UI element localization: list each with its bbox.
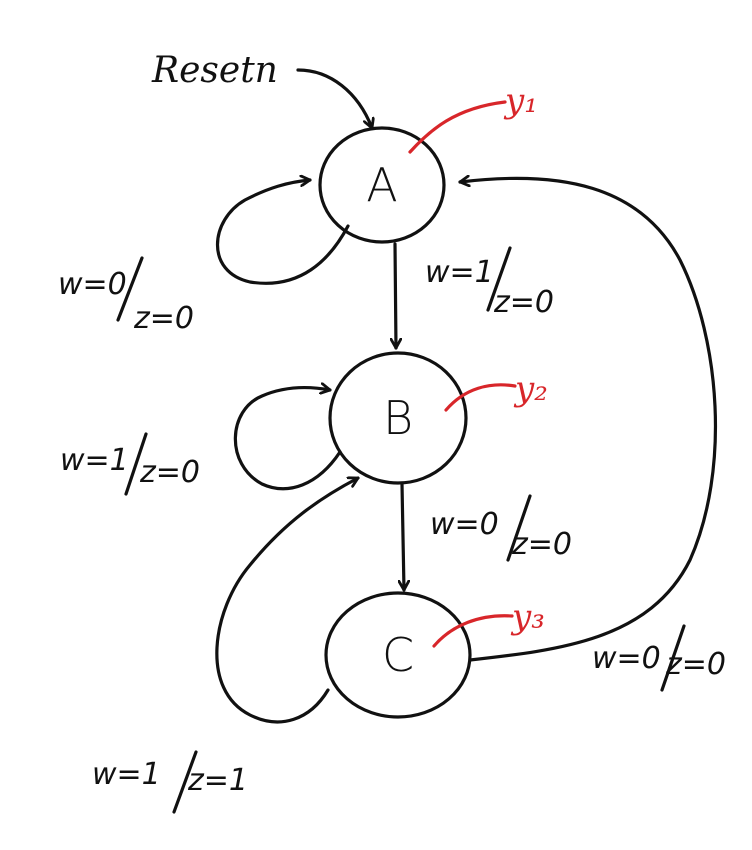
transition-c-a-z: z=0 <box>665 647 726 682</box>
transition-b-c-z: z=0 <box>511 527 572 562</box>
reset-label: Resetn <box>151 50 278 91</box>
transition-a-b-w: w=1 <box>425 255 494 290</box>
transition-a-b-arrow <box>395 242 396 350</box>
transition-b-b-w: w=1 <box>60 443 129 478</box>
transition-c-b-slash <box>172 750 198 814</box>
state-b: B <box>328 351 468 485</box>
state-b-label: B <box>383 391 413 445</box>
state-a-output: y₁ <box>503 81 538 121</box>
transition-c-b-arrow <box>215 478 360 724</box>
transition-a-a-w: w=0 <box>58 267 127 302</box>
transition-a-b-z: z=0 <box>493 285 554 320</box>
state-c: C <box>324 591 472 719</box>
transition-b-c-slash <box>506 494 532 562</box>
transition-a-a-z: z=0 <box>133 301 194 336</box>
transition-a-a-arrow <box>215 180 350 285</box>
state-a-circle <box>318 126 446 244</box>
transition-c-a-arrow <box>458 178 718 662</box>
state-b-output: y₂ <box>513 369 548 409</box>
state-c-label: C <box>382 628 414 682</box>
transition-c-a-slash <box>660 624 686 692</box>
state-c-output-pointer <box>432 614 514 648</box>
state-a-output-pointer <box>408 100 507 154</box>
state-a: A <box>318 126 446 244</box>
state-b-circle <box>328 351 468 485</box>
transition-c-a-w: w=0 <box>592 641 661 676</box>
transition-c-b-z: z=1 <box>187 763 248 798</box>
state-c-circle <box>324 591 472 719</box>
transition-a-b-slash <box>486 246 512 312</box>
transition-c-b-w: w=1 <box>92 757 161 792</box>
transition-b-b-z: z=0 <box>139 455 200 490</box>
state-a-label: A <box>366 158 397 212</box>
transition-b-c-arrow <box>402 482 404 592</box>
reset-arrow <box>296 68 372 130</box>
state-c-output: y₃ <box>510 597 545 637</box>
transition-b-c-w: w=0 <box>430 507 499 542</box>
transition-b-b-slash <box>124 432 148 496</box>
transition-a-a-slash <box>116 256 144 322</box>
transition-b-b-arrow <box>233 388 342 491</box>
state-b-output-pointer <box>444 383 517 412</box>
